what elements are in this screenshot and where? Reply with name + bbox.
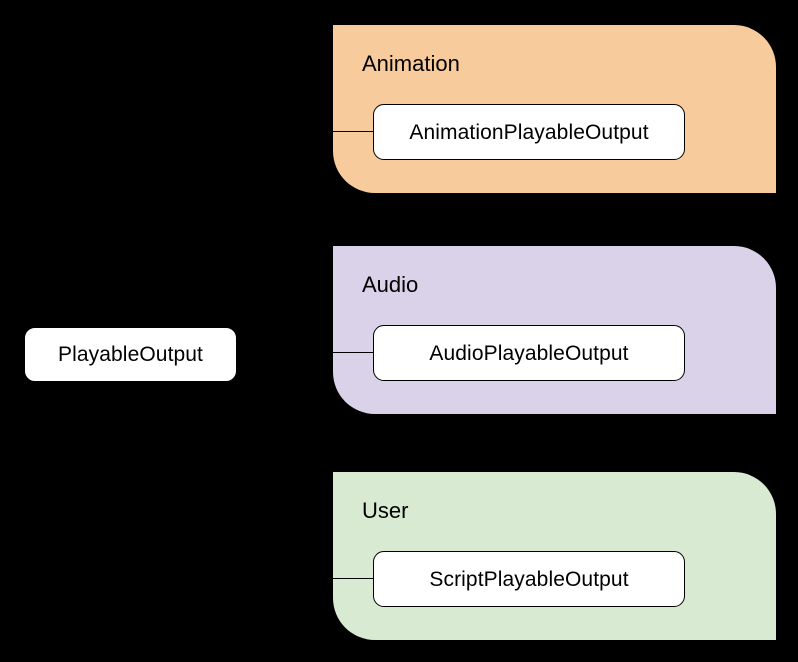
- connector-line-animation: [333, 131, 373, 132]
- connector-line-user: [333, 578, 373, 579]
- group-title-audio: Audio: [362, 272, 419, 297]
- node-animation-playable-output[interactable]: AnimationPlayableOutput: [373, 104, 685, 160]
- node-script-playable-output[interactable]: ScriptPlayableOutput: [373, 551, 685, 607]
- group-panel-animation[interactable]: Animation AnimationPlayableOutput: [333, 25, 776, 193]
- group-panel-audio[interactable]: Audio AudioPlayableOutput: [333, 246, 776, 414]
- node-playable-output[interactable]: PlayableOutput: [24, 327, 237, 382]
- group-title-animation: Animation: [362, 51, 460, 76]
- node-label: AudioPlayableOutput: [429, 341, 629, 365]
- node-label: PlayableOutput: [58, 343, 203, 366]
- node-label: AnimationPlayableOutput: [409, 120, 649, 144]
- node-audio-playable-output[interactable]: AudioPlayableOutput: [373, 325, 685, 381]
- node-label: ScriptPlayableOutput: [429, 567, 629, 591]
- connector-line-audio: [333, 352, 373, 353]
- group-panel-user[interactable]: User ScriptPlayableOutput: [333, 472, 776, 640]
- group-title-user: User: [362, 498, 409, 523]
